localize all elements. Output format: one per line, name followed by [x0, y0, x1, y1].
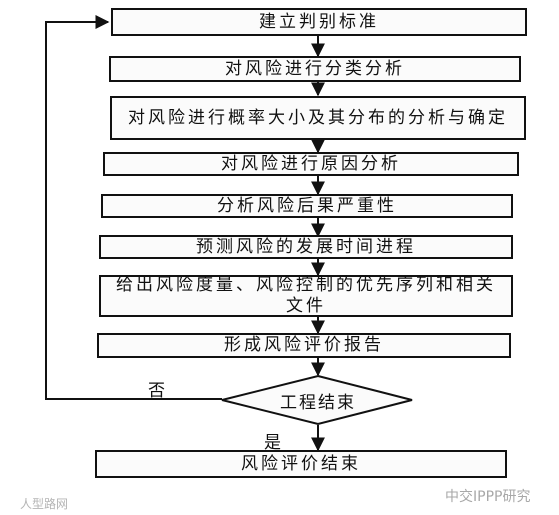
step-box: 形成风险评价报告 — [97, 333, 511, 358]
decision-diamond — [221, 374, 413, 426]
no-label: 否 — [148, 381, 165, 401]
watermark-left: 人型路网 — [20, 497, 69, 511]
yes-label: 是 — [264, 433, 281, 453]
step-box: 建立判别标准 — [111, 8, 527, 36]
step-box: 给出风险度量、风险控制的优先序列和相关文件 — [99, 275, 513, 317]
step-box: 分析风险后果严重性 — [101, 194, 513, 218]
step-box: 对风险进行分类分析 — [109, 56, 521, 82]
end-box: 风险评价结束 — [95, 450, 507, 478]
step-box: 预测风险的发展时间进程 — [99, 235, 513, 259]
decision-label: 工程结束 — [280, 393, 356, 413]
watermark-right: 中交IPPP研究 — [445, 489, 531, 505]
loop-back-connector — [45, 15, 222, 400]
step-box: 对风险进行概率大小及其分布的分析与确定 — [110, 96, 526, 140]
step-box: 对风险进行原因分析 — [103, 152, 519, 176]
